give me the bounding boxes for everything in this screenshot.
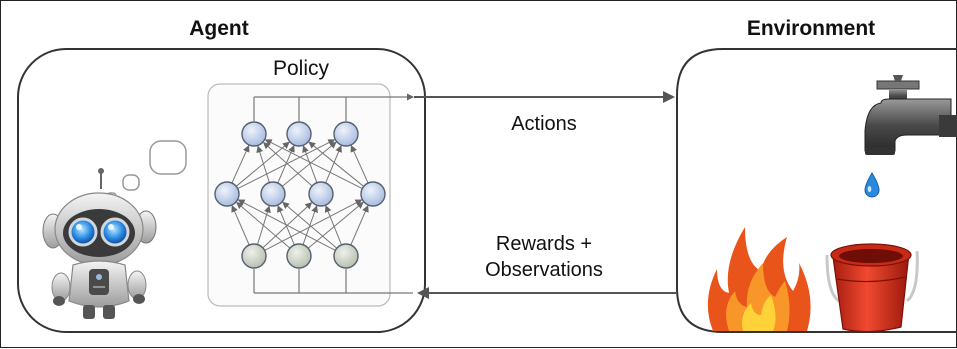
network-connection xyxy=(324,205,342,246)
agent-box xyxy=(17,48,426,333)
policy-io-lines xyxy=(253,93,414,294)
water-drop-icon xyxy=(864,172,880,198)
input-neuron xyxy=(241,243,267,269)
neural-network xyxy=(214,121,386,269)
network-connection xyxy=(236,201,291,249)
actions-label: Actions xyxy=(511,113,577,135)
environment-box xyxy=(676,48,957,333)
hidden-neuron xyxy=(260,181,286,207)
hidden-neuron xyxy=(360,181,386,207)
network-connection xyxy=(282,201,338,249)
output-neuron xyxy=(333,121,359,147)
output-neuron xyxy=(241,121,267,147)
hidden-neuron xyxy=(214,181,240,207)
network-connection xyxy=(281,141,337,187)
network-connection xyxy=(264,139,363,190)
thought-bubble-icon xyxy=(106,140,187,203)
network-connection xyxy=(256,145,270,183)
fire-icon xyxy=(707,227,811,331)
network-connection xyxy=(262,142,313,187)
rewards-label: Rewards + xyxy=(496,233,592,255)
robot-icon xyxy=(42,168,157,319)
input-neuron xyxy=(286,243,312,269)
network-connection xyxy=(325,145,342,184)
network-connection xyxy=(350,205,369,246)
faucet-icon xyxy=(864,75,957,155)
network-connection xyxy=(350,144,369,184)
input-neuron xyxy=(333,243,359,269)
network-connection xyxy=(277,145,295,184)
network-connections xyxy=(231,139,369,251)
network-connection xyxy=(235,141,290,187)
observations-label: Observations xyxy=(485,259,603,281)
network-connection xyxy=(231,144,250,184)
network-connection xyxy=(264,199,363,251)
network-connection xyxy=(308,141,364,187)
output-neuron xyxy=(286,121,312,147)
environment-title: Environment xyxy=(747,17,875,40)
network-connection xyxy=(302,145,318,183)
bucket-icon xyxy=(825,243,919,333)
network-connection xyxy=(237,199,336,251)
network-connection xyxy=(231,205,250,246)
network-connection xyxy=(277,205,295,246)
agent-title: Agent xyxy=(189,17,249,40)
policy-label: Policy xyxy=(273,57,330,80)
hidden-neuron xyxy=(308,181,334,207)
